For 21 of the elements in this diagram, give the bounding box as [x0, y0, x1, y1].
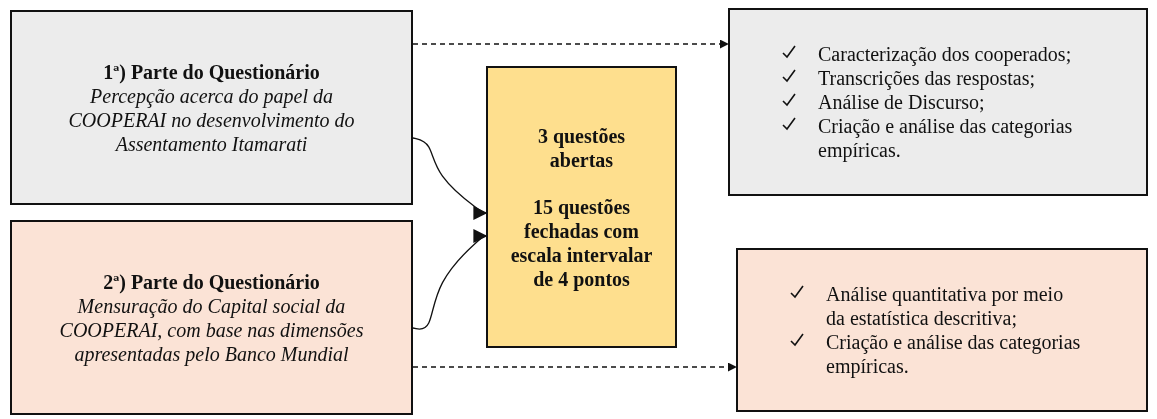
analysis-list-box — [728, 8, 1148, 196]
list-item-text: Análise quantitativa por meio da estatística descritiva; — [826, 282, 1065, 330]
list-item-text: Transcrições das respostas; — [818, 66, 1035, 90]
curved-arrow — [412, 137, 488, 220]
box-heading: 1ª) Parte do Questionário — [103, 59, 320, 84]
dashed-arrow — [412, 39, 729, 49]
question-count-text: 3 questões abertas — [536, 123, 627, 172]
box-description: Percepção acerca do papel da COOPERAI no desenvolvimento do Assentamento Itamarati — [67, 84, 356, 156]
dashed-arrow — [412, 362, 737, 372]
analysis-list-box — [736, 248, 1148, 412]
list-item-text: Caracterização dos cooperados; — [818, 42, 1072, 66]
list-item-text: Criação e análise das categorias empíricas. — [818, 114, 1074, 162]
list-item-text: Criação e análise das categorias empíricas. — [826, 330, 1082, 378]
question-count-text: 15 questões fechadas com escala intervalar de 4 pontos — [509, 194, 654, 291]
list-item-text: Análise de Discurso; — [818, 90, 985, 114]
questionnaire-part-box — [10, 10, 413, 205]
question-summary-box — [486, 66, 677, 348]
questionnaire-part-box — [10, 220, 413, 415]
box-description: Mensuração do Capital social da COOPERAI, com base nas dimensões apresentadas pelo Banco Mundial — [58, 294, 365, 366]
box-heading: 2ª) Parte do Questionário — [103, 269, 320, 294]
curved-arrow — [412, 229, 488, 330]
